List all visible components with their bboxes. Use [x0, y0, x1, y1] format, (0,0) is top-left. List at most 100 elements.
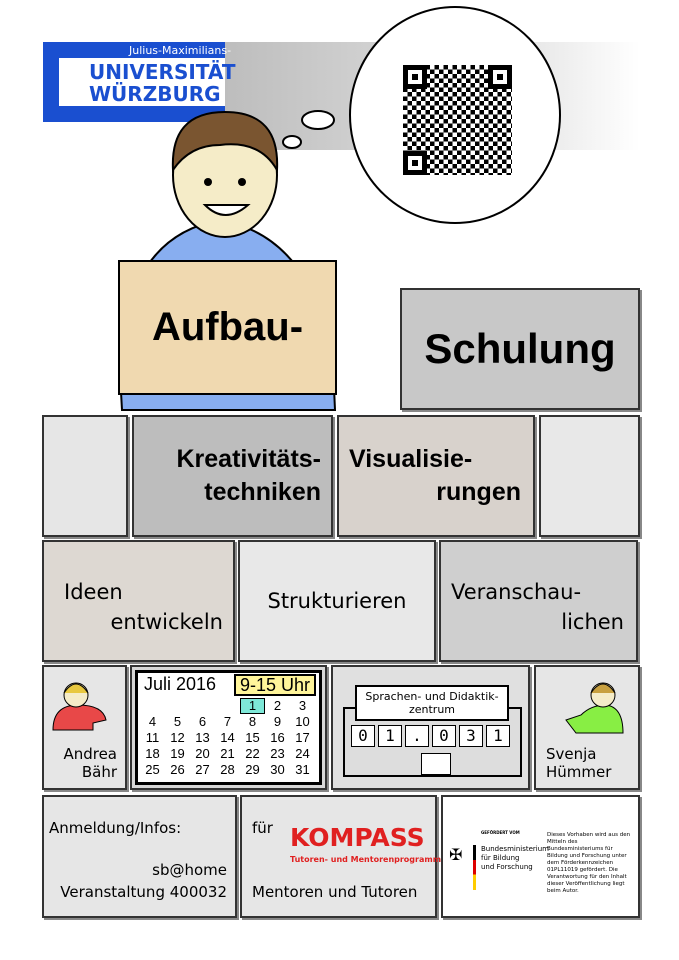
logo-line3: WÜRZBURG [89, 82, 221, 106]
title-text: Schulung [424, 325, 616, 372]
logo-line1: Julius-Maximilians- [129, 44, 232, 57]
calendar-day: 28 [220, 762, 235, 777]
calendar-day: 12 [170, 730, 185, 745]
calendar-day: 25 [145, 762, 160, 777]
time-badge: 9-15 Uhr [234, 674, 316, 696]
skill-line: Strukturieren [267, 589, 407, 613]
calendar-day: 31 [295, 762, 310, 777]
calendar-day [165, 698, 190, 714]
skill-line: lichen [561, 610, 624, 634]
kompass-audience: Mentoren und Tutoren [252, 883, 418, 901]
calendar-day: 15 [245, 730, 260, 745]
topic-line: Visualisie- [349, 445, 473, 473]
calendar-day: 3 [298, 698, 307, 713]
room-digit: 3 [459, 725, 483, 747]
calendar-day: 13 [195, 730, 210, 745]
calendar-day: 23 [270, 746, 285, 761]
skill-line: Veranschau- [451, 580, 582, 604]
topic-visualisierungen: Visualisie-rungen [337, 415, 535, 537]
calendar-month: Juli 2016 [144, 674, 217, 694]
trainer-last: Hümmer [546, 763, 612, 781]
title-box: Schulung [400, 288, 640, 410]
contact-label: Anmeldung/Infos: [49, 819, 182, 837]
trainer-first: Andrea [63, 745, 117, 763]
sign-aufbau: Aufbau- [118, 260, 337, 395]
calendar-day: 14 [220, 730, 235, 745]
calendar-day: 20 [195, 746, 210, 761]
calendar-day: 2 [273, 698, 282, 713]
calendar-day [215, 698, 240, 714]
kompass-prefix: für [252, 819, 273, 837]
skill-veranschaulichen: Veranschau-lichen [439, 540, 638, 662]
calendar-day: 9 [273, 714, 282, 729]
calendar-day: 16 [270, 730, 285, 745]
trainer-first: Svenja [546, 745, 597, 763]
calendar-day: 24 [295, 746, 310, 761]
calendar-day: 19 [170, 746, 185, 761]
kompass-box: für KOMPASS Tutoren- und Mentorenprogram… [240, 795, 441, 918]
calendar-day: 11 [145, 730, 160, 745]
bmbf-header: GEFÖRDERT VOM [481, 830, 520, 835]
flag-bar [473, 845, 476, 890]
calendar-day: 30 [270, 762, 285, 777]
calendar-day: 22 [245, 746, 260, 761]
building-line: zentrum [408, 703, 456, 716]
room-digit: 1 [378, 725, 402, 747]
skill-line: entwickeln [110, 610, 224, 634]
skill-line: Ideen [64, 580, 123, 604]
kompass-logo: KOMPASS [290, 823, 425, 852]
topic-line: Kreativitäts- [176, 445, 322, 473]
room-digit: . [405, 725, 429, 747]
calendar-day: 4 [148, 714, 157, 729]
calendar-day: 5 [173, 714, 182, 729]
calendar-day [190, 698, 215, 714]
brick [539, 415, 640, 537]
calendar-day: 26 [170, 762, 185, 777]
contact-email[interactable]: sb@home [152, 861, 227, 879]
qr-code [403, 65, 512, 175]
eagle-icon: ✠ [449, 845, 463, 864]
trainer-last: Bähr [81, 763, 117, 781]
logo-line2: UNIVERSITÄT [89, 60, 236, 84]
skill-strukturieren: Strukturieren [238, 540, 436, 662]
trainer-icon [52, 682, 107, 731]
university-logo: Julius-Maximilians- UNIVERSITÄT WÜRZBURG [43, 42, 235, 122]
bmbf-note: Dieses Vorhaben wird aus den Mitteln des… [547, 832, 631, 894]
calendar-day: 21 [220, 746, 235, 761]
sign-text: Aufbau- [151, 305, 304, 349]
calendar-day: 1 [240, 698, 265, 714]
calendar-day: 8 [248, 714, 257, 729]
building-name: Sprachen- und Didaktik-zentrum [355, 685, 509, 721]
kompass-subtitle: Tutoren- und Mentorenprogramm [290, 855, 442, 864]
skill-ideen: Ideen entwickeln [42, 540, 235, 662]
bmbf-line: und Forschung [481, 863, 533, 871]
calendar-day: 6 [198, 714, 207, 729]
room-digit: 0 [351, 725, 375, 747]
calendar-day: 7 [223, 714, 232, 729]
trainer-icon [565, 682, 624, 734]
topic-kreativitaetstechniken: Kreativitäts-techniken [132, 415, 333, 537]
brick [42, 415, 128, 537]
topic-line: rungen [436, 478, 521, 506]
calendar-day: 18 [145, 746, 160, 761]
room-digit: 0 [432, 725, 456, 747]
topic-line: techniken [204, 478, 321, 506]
calendar-day [140, 698, 165, 714]
building-door [421, 753, 451, 775]
time-text: 9-15 Uhr [239, 674, 311, 695]
bmbf-line: Bundesministerium [481, 845, 549, 853]
bmbf-line: für Bildung [481, 854, 520, 862]
calendar-day: 10 [295, 714, 310, 729]
contact-box: Anmeldung/Infos: sb@home Veranstaltung 4… [42, 795, 237, 918]
room-digit: 1 [486, 725, 510, 747]
calendar-day: 17 [295, 730, 310, 745]
